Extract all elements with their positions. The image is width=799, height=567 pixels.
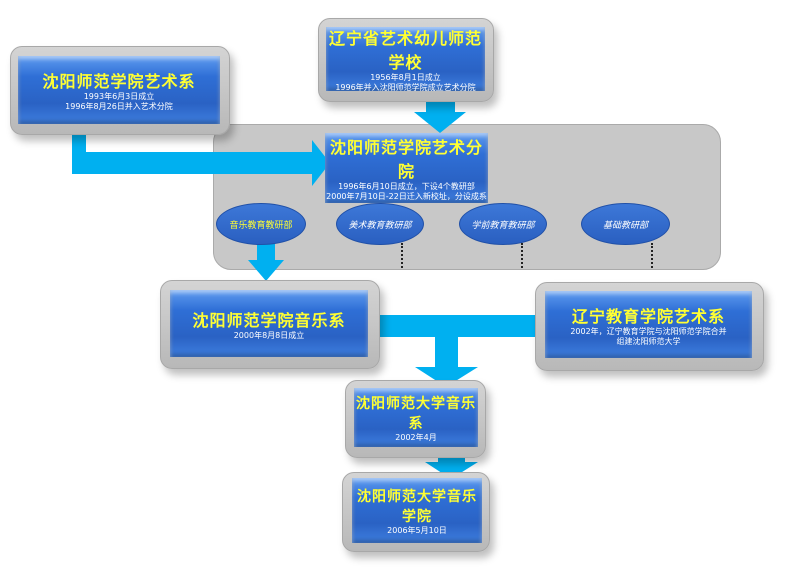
node-line: 2000年8月8日成立 — [233, 330, 305, 340]
node-art-dept-1993: 沈阳师范学院艺术系 1993年6月3日成立 1996年8月26日并入艺术分院 — [18, 56, 220, 124]
node-univ-music-dept: 沈阳师范大学音乐系 2002年4月 — [354, 388, 478, 447]
node-line: 2006年5月10日 — [387, 525, 447, 535]
dotted-connector — [521, 243, 523, 268]
dotted-connector — [651, 243, 653, 268]
dept-preschool-education: 学前教育教研部 — [459, 203, 547, 245]
arrow-merge-to-univ-music — [368, 315, 545, 387]
node-line: 1993年6月3日成立 — [83, 92, 155, 101]
node-title: 沈阳师范大学音乐学院 — [357, 488, 477, 525]
node-title: 辽宁省艺术幼儿师范学校 — [328, 29, 482, 72]
node-music-dept-2000: 沈阳师范学院音乐系 2000年8月8日成立 — [170, 290, 368, 357]
node-line: 2000年7月10日-22日迁入新校址，分设成系 — [326, 192, 487, 201]
node-art-preschool: 辽宁省艺术幼儿师范学校 1956年8月1日成立 1996年并入沈阳师范学院成立艺… — [326, 27, 485, 92]
dept-music-education: 音乐教育教研部 — [216, 203, 306, 245]
node-title: 沈阳师范学院艺术系 — [42, 72, 196, 91]
node-title: 沈阳师范学院艺术分院 — [329, 138, 483, 181]
node-line: 2002年，辽宁教育学院与沈阳师范学院合并 — [570, 326, 727, 336]
node-line: 2002年4月 — [395, 432, 437, 442]
dotted-connector — [401, 243, 403, 268]
node-line: 1996年并入沈阳师范学院成立艺术分院 — [335, 83, 476, 92]
node-liaoning-edu-art: 辽宁教育学院艺术系 2002年，辽宁教育学院与沈阳师范学院合并 组建沈阳师范大学 — [545, 291, 752, 358]
node-line: 1996年8月26日并入艺术分院 — [65, 102, 173, 111]
dept-fine-arts-education: 美术教育教研部 — [336, 203, 424, 245]
node-title: 沈阳师范大学音乐系 — [356, 395, 476, 432]
arrow-music-edu-to-music-dept — [248, 243, 284, 281]
node-line: 1996年6月10日成立，下设4个教研部 — [338, 182, 475, 191]
dept-foundation: 基础教研部 — [581, 203, 670, 245]
arrow-art-dept-to-branch — [72, 124, 330, 186]
node-line: 组建沈阳师范大学 — [616, 336, 681, 346]
node-line: 1956年8月1日成立 — [370, 73, 441, 82]
node-art-branch: 沈阳师范学院艺术分院 1996年6月10日成立，下设4个教研部 2000年7月1… — [325, 133, 488, 203]
node-title: 辽宁教育学院艺术系 — [571, 306, 725, 326]
node-music-college: 沈阳师范大学音乐学院 2006年5月10日 — [352, 478, 482, 543]
node-title: 沈阳师范学院音乐系 — [192, 310, 346, 330]
